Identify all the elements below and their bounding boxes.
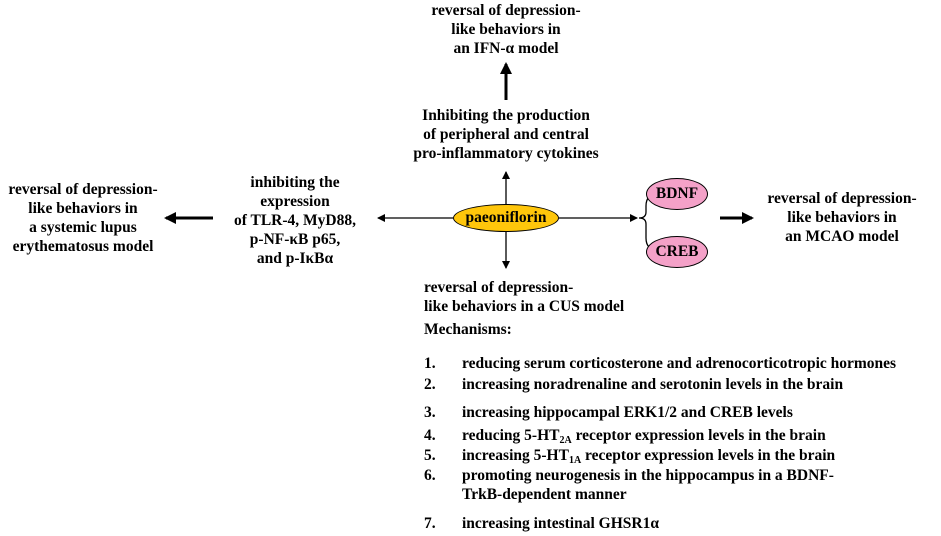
mechanism-3-text: increasing hippocampal ERK1/2 and CREB l… <box>462 404 793 421</box>
top-outcome-line-2: like behaviors in <box>451 21 561 38</box>
mechanism-7-number: 7. <box>424 515 436 532</box>
left-mechanism-line-2: expression <box>260 193 330 210</box>
mechanism-5-text: increasing 5-HT1A receptor expression le… <box>462 446 836 466</box>
creb-label: CREB <box>655 243 699 260</box>
left-outcome-line-1: reversal of depression- <box>8 181 158 198</box>
top-mechanism-line-3: pro-inflammatory cytokines <box>413 145 599 162</box>
mechanism-6-line-2: TrkB-dependent manner <box>462 486 627 503</box>
mechanism-5-pre: increasing 5-HT <box>462 447 569 464</box>
mechanism-4-sub: 2A <box>559 435 572 446</box>
right-outcome-line-1: reversal of depression- <box>767 190 917 207</box>
left-outcome-line-3: a systemic lupus <box>29 219 137 236</box>
mechanism-5-post: receptor expression levels in the brain <box>581 447 836 464</box>
mechanism-6-line-1: promoting neurogenesis in the hippocampu… <box>462 467 834 484</box>
left-mechanism-text: inhibiting the expression of TLR-4, MyD8… <box>212 173 378 268</box>
top-outcome-text: reversal of depression- like behaviors i… <box>400 1 612 58</box>
mechanism-2-text: increasing noradrenaline and serotonin l… <box>462 376 844 393</box>
mechanism-5-sub: 1A <box>568 455 582 466</box>
left-mechanism-line-4: p-NF-κB p65, <box>249 231 341 248</box>
bottom-outcome-line-2: like behaviors in a CUS model <box>424 298 625 315</box>
creb-node: CREB <box>646 236 708 268</box>
mechanism-6-text: promoting neurogenesis in the hippocampu… <box>462 466 834 504</box>
top-mechanism-text: Inhibiting the production of peripheral … <box>390 106 622 163</box>
left-mechanism-line-3: of TLR-4, MyD88, <box>234 212 356 229</box>
top-outcome-line-1: reversal of depression- <box>431 2 581 19</box>
left-mechanism-line-5: and p-IκBα <box>256 250 334 267</box>
mechanism-3-number: 3. <box>424 404 436 421</box>
left-mechanism-line-1: inhibiting the <box>250 174 340 191</box>
top-mechanism-line-2: of peripheral and central <box>423 126 589 143</box>
bdnf-label: BDNF <box>655 185 699 202</box>
paeoniflorin-node: paeoniflorin <box>453 204 559 232</box>
mechanism-7-text: increasing intestinal GHSR1α <box>462 515 659 532</box>
left-outcome-text: reversal of depression- like behaviors i… <box>0 180 166 256</box>
mechanism-5-number: 5. <box>424 447 436 464</box>
mechanism-4-text: reducing 5-HT2A receptor expression leve… <box>462 426 826 446</box>
right-outcome-line-2: like behaviors in <box>787 209 897 226</box>
paeoniflorin-label: paeoniflorin <box>465 209 547 226</box>
right-outcome-text: reversal of depression- like behaviors i… <box>752 189 932 246</box>
mechanism-4-pre: reducing 5-HT <box>462 427 560 444</box>
left-outcome-line-4: erythematosus model <box>12 238 154 255</box>
mechanism-4-number: 4. <box>424 427 436 444</box>
mechanism-1-text: reducing serum corticosterone and adreno… <box>462 355 897 372</box>
mechanisms-title: Mechanisms: <box>424 321 512 338</box>
mechanism-6-number: 6. <box>424 467 436 484</box>
bdnf-node: BDNF <box>646 178 708 210</box>
top-mechanism-line-1: Inhibiting the production <box>422 107 590 124</box>
bottom-outcome-line-1: reversal of depression- <box>424 279 574 296</box>
mechanism-2-number: 2. <box>424 376 436 393</box>
brace <box>638 193 659 251</box>
top-outcome-line-3: an IFN-α model <box>453 40 559 57</box>
mechanism-1-number: 1. <box>424 355 436 372</box>
left-outcome-line-2: like behaviors in <box>28 200 138 217</box>
bottom-outcome-text: reversal of depression- like behaviors i… <box>424 278 624 316</box>
right-outcome-line-3: an MCAO model <box>785 228 899 245</box>
mechanism-4-post: receptor expression levels in the brain <box>571 427 826 444</box>
